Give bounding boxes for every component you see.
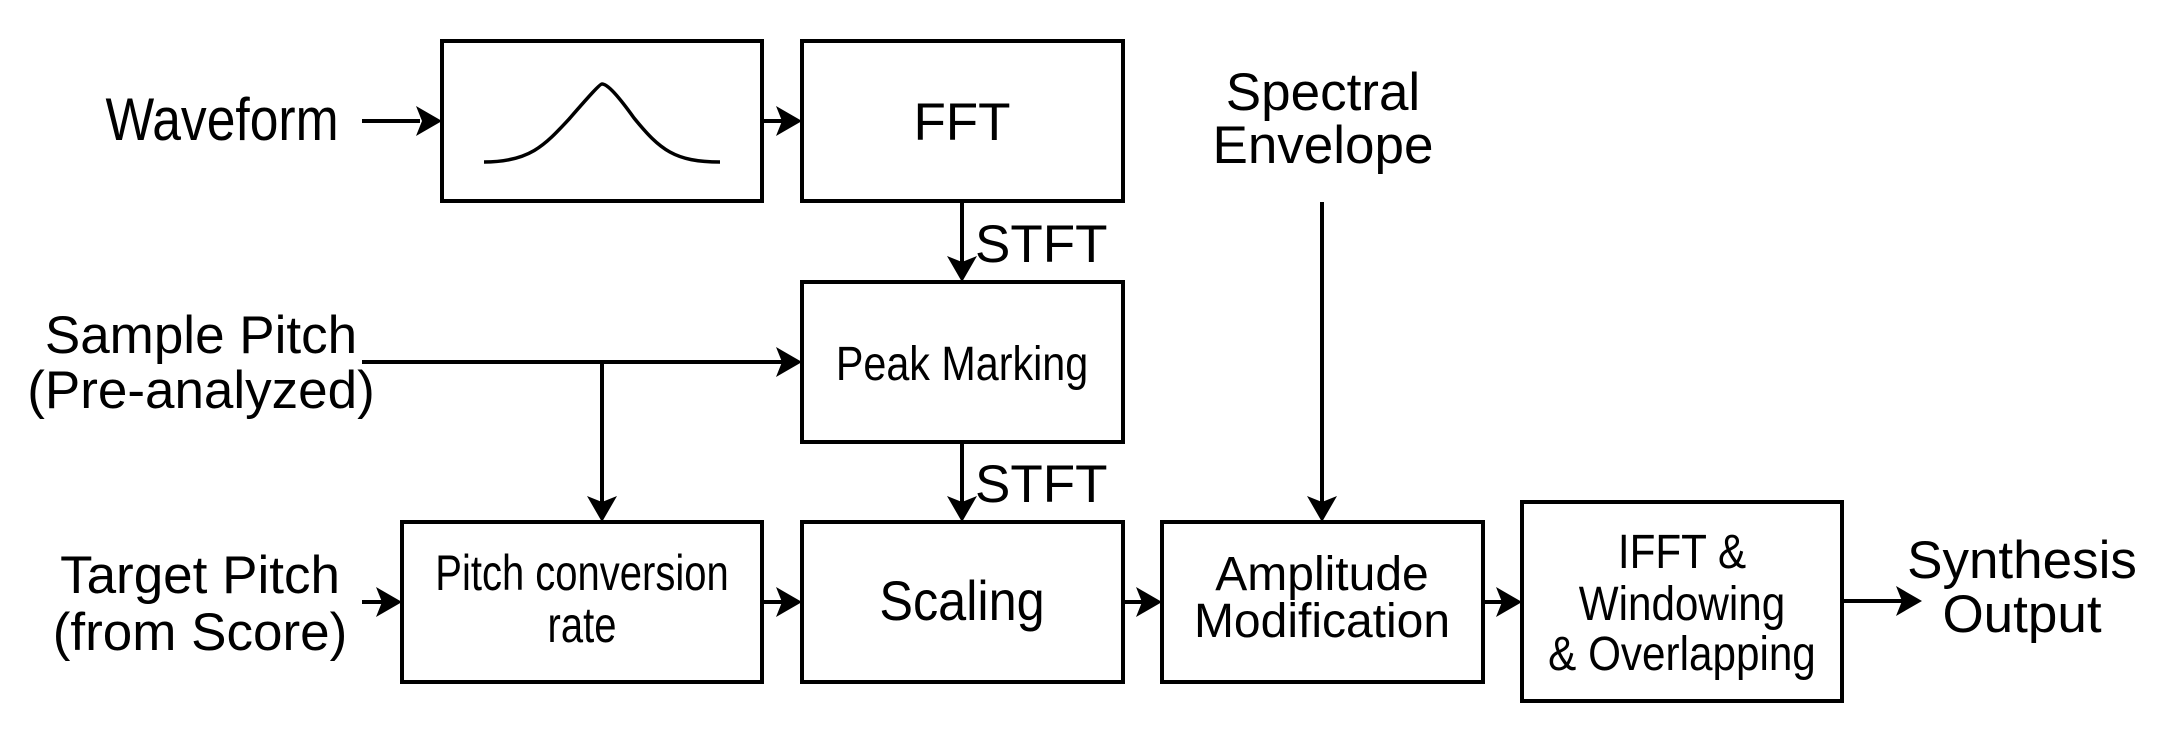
arrow-peak-marking-to-scaling <box>947 442 977 522</box>
arrowhead-icon <box>1496 587 1522 617</box>
peak-marking-label: Peak Marking <box>836 337 1088 391</box>
pitch-conversion-line-1: Pitch conversion <box>435 545 728 601</box>
sample-pitch-label: Sample Pitch (Pre-analyzed) <box>27 306 375 420</box>
target-pitch-line-2: (from Score) <box>53 603 347 662</box>
sample-pitch-line-2: (Pre-analyzed) <box>27 361 375 420</box>
stft-label-2: STFT <box>975 455 1107 514</box>
stft-label-1: STFT <box>975 215 1107 274</box>
synthesis-output-label: Synthesis Output <box>1907 531 2137 644</box>
scaling-label: Scaling <box>879 571 1044 633</box>
arrow-pitch-conversion-to-scaling <box>762 587 802 617</box>
amplitude-modification-line-1: Amplitude <box>1215 548 1428 601</box>
arrow-sample-pitch-to-peak-marking <box>362 347 802 377</box>
arrow-target-pitch-to-pitch-conversion <box>362 587 402 617</box>
target-pitch-label: Target Pitch (from Score) <box>53 546 347 662</box>
window-block[interactable] <box>440 39 764 203</box>
peak-marking-block[interactable]: Peak Marking <box>800 280 1125 444</box>
ifft-line-1: IFFT & <box>1618 524 1746 578</box>
target-pitch-line-1: Target Pitch <box>60 546 340 605</box>
ifft-windowing-overlapping-block[interactable]: IFFT & Windowing & Overlapping <box>1520 500 1844 703</box>
arrowhead-icon <box>587 496 617 522</box>
sample-pitch-line-1: Sample Pitch <box>45 306 357 365</box>
synthesis-output-line-2: Output <box>1942 585 2101 644</box>
arrow-waveform-to-window <box>362 106 442 136</box>
arrowhead-icon <box>776 106 802 136</box>
arrow-amplitude-modification-to-ifft <box>1483 587 1522 617</box>
arrowhead-icon <box>416 106 442 136</box>
pitch-conversion-line-2: rate <box>548 597 617 653</box>
arrow-sample-pitch-to-pitch-conversion <box>587 362 617 522</box>
amplitude-modification-block[interactable]: Amplitude Modification <box>1160 520 1485 684</box>
fft-label: FFT <box>913 93 1010 152</box>
arrowhead-icon <box>1896 586 1922 616</box>
spectral-envelope-line-1: Spectral <box>1226 63 1420 122</box>
arrowhead-icon <box>947 256 977 282</box>
synthesis-output-line-1: Synthesis <box>1907 531 2137 590</box>
ifft-line-3: & Overlapping <box>1548 626 1816 680</box>
fft-block[interactable]: FFT <box>800 39 1125 203</box>
arrowhead-icon <box>776 587 802 617</box>
arrowhead-icon <box>376 587 402 617</box>
arrow-fft-to-peak-marking <box>947 201 977 282</box>
gaussian-window-icon <box>483 82 721 164</box>
waveform-label: Waveform <box>105 85 338 153</box>
arrowhead-icon <box>1307 496 1337 522</box>
arrowhead-icon <box>1136 587 1162 617</box>
arrow-window-to-fft <box>762 106 802 136</box>
spectral-envelope-line-2: Envelope <box>1212 116 1433 175</box>
arrowhead-icon <box>776 347 802 377</box>
scaling-block[interactable]: Scaling <box>800 520 1125 684</box>
spectral-envelope-label: Spectral Envelope <box>1212 63 1433 175</box>
ifft-line-2: Windowing <box>1579 576 1786 630</box>
arrow-scaling-to-amplitude-modification <box>1123 587 1162 617</box>
arrow-ifft-to-synthesis-output <box>1842 586 1922 616</box>
arrowhead-icon <box>947 496 977 522</box>
arrow-spectral-envelope-to-amplitude-modification <box>1307 202 1337 522</box>
pitch-conversion-block[interactable]: Pitch conversion rate <box>400 520 764 684</box>
amplitude-modification-line-2: Modification <box>1194 595 1450 648</box>
